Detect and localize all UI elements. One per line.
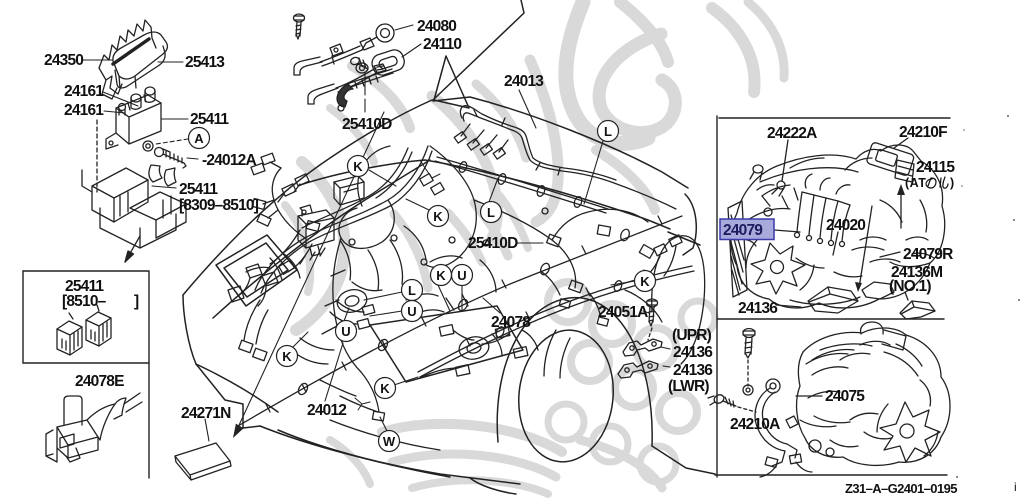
svg-text:L: L xyxy=(487,205,495,220)
svg-text:24078: 24078 xyxy=(491,314,531,331)
svg-text:A: A xyxy=(194,131,204,146)
svg-text:24271N: 24271N xyxy=(181,405,231,422)
svg-text:25413: 25413 xyxy=(185,54,225,71)
svg-text:25411: 25411 xyxy=(65,278,104,295)
svg-text:24110: 24110 xyxy=(423,36,461,53)
svg-text:24136: 24136 xyxy=(738,300,778,317)
svg-text:(LWR): (LWR) xyxy=(668,378,709,395)
svg-text:24136: 24136 xyxy=(673,344,713,361)
svg-text:24080: 24080 xyxy=(417,18,456,35)
svg-text:24161: 24161 xyxy=(64,102,104,119)
svg-text:24136M: 24136M xyxy=(891,264,942,281)
svg-text:K: K xyxy=(282,349,292,364)
svg-text:24222A: 24222A xyxy=(767,125,817,142)
svg-text:): ) xyxy=(950,176,954,190)
svg-text:24350: 24350 xyxy=(44,52,83,69)
svg-text:24020: 24020 xyxy=(826,217,865,234)
svg-text:25410D: 25410D xyxy=(468,235,518,252)
svg-text:K: K xyxy=(433,209,443,224)
svg-text:K: K xyxy=(640,274,650,289)
svg-text:[8309–8510]: [8309–8510] xyxy=(179,197,259,214)
svg-text:24115: 24115 xyxy=(916,159,955,176)
svg-text:Z31–A–G2401–0195: Z31–A–G2401–0195 xyxy=(845,481,957,496)
svg-text:L: L xyxy=(604,124,612,139)
svg-text:24079: 24079 xyxy=(723,222,763,239)
svg-text:25411: 25411 xyxy=(179,181,218,198)
svg-text:-24012A: -24012A xyxy=(202,152,256,169)
svg-text:L: L xyxy=(408,283,416,298)
svg-text:24051A: 24051A xyxy=(598,304,648,321)
svg-text:i: i xyxy=(1014,480,1016,494)
svg-text:24210F: 24210F xyxy=(899,124,947,141)
svg-text:24075: 24075 xyxy=(825,388,865,405)
svg-text:K: K xyxy=(353,159,363,174)
svg-text:24079R: 24079R xyxy=(903,246,953,263)
svg-text:24210A: 24210A xyxy=(730,416,780,433)
svg-text:(UPR): (UPR) xyxy=(672,327,712,344)
svg-text:W: W xyxy=(383,434,396,449)
svg-text:]: ] xyxy=(134,293,139,310)
svg-text:U: U xyxy=(457,268,466,283)
svg-text:24161: 24161 xyxy=(64,83,104,100)
svg-text:(NO.1): (NO.1) xyxy=(889,278,931,295)
svg-text:[8510–: [8510– xyxy=(62,293,107,310)
svg-text:(AT: (AT xyxy=(905,176,926,190)
svg-text:25410D: 25410D xyxy=(342,116,392,133)
svg-text:U: U xyxy=(341,324,350,339)
svg-text:U: U xyxy=(407,304,416,319)
svg-text:24136: 24136 xyxy=(673,362,713,379)
svg-text:24012: 24012 xyxy=(307,402,346,419)
svg-text:25411: 25411 xyxy=(190,111,229,128)
svg-text:24078E: 24078E xyxy=(75,373,124,390)
svg-text:K: K xyxy=(380,381,390,396)
svg-text:24013: 24013 xyxy=(504,73,544,90)
svg-text:K: K xyxy=(436,268,446,283)
